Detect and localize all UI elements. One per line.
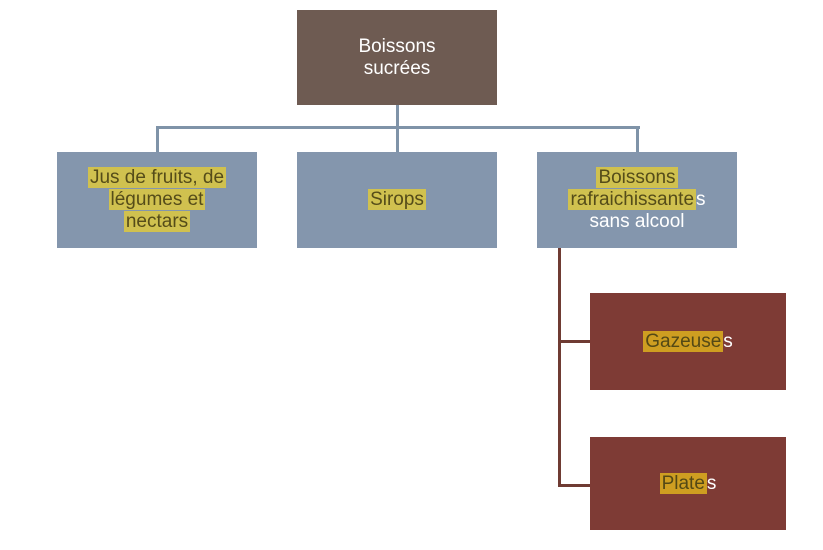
node-label: s	[723, 330, 733, 352]
connector-stub-left	[156, 126, 159, 152]
connector-red-to-gazeuses	[558, 340, 590, 343]
node-label: sucrées	[363, 57, 431, 79]
connector-stub-right	[636, 126, 639, 152]
node-label: s	[696, 189, 706, 210]
node-label-highlighted: rafraichissante	[568, 189, 697, 210]
connector-root-stem	[396, 105, 399, 129]
node-label-highlighted: nectars	[123, 211, 191, 232]
node-label-highlighted: Jus de fruits, de	[87, 167, 227, 188]
node-boissons-sucrees: Boissons sucrées	[297, 10, 497, 105]
node-label-highlighted: Plate	[659, 472, 707, 494]
node-label-line: Sirops	[368, 189, 426, 211]
node-label-line: Boissons	[596, 167, 678, 189]
node-label-highlighted: Boissons	[596, 167, 678, 188]
node-label-line: Jus de fruits, de	[87, 167, 227, 189]
connector-stub-middle	[396, 126, 399, 152]
node-label-highlighted: Gazeuse	[643, 330, 724, 352]
node-label-highlighted: Sirops	[368, 189, 426, 210]
node-label-line: Boissons	[358, 36, 435, 58]
node-label-line: légumes et	[108, 189, 206, 211]
node-label-line: sans alcool	[589, 211, 684, 233]
node-label-line: nectars	[123, 211, 191, 233]
connector-red-to-plates	[558, 484, 590, 487]
node-sirops: Sirops	[297, 152, 497, 248]
connector-red-vertical	[558, 248, 561, 487]
node-label-highlighted: légumes et	[108, 189, 206, 210]
node-label: Boissons	[358, 35, 436, 57]
node-jus-de-fruits: Jus de fruits, de légumes et nectars	[57, 152, 257, 248]
node-label: sans alcool	[589, 211, 685, 232]
node-label: s	[706, 472, 717, 494]
node-label-line: sucrées	[364, 58, 431, 80]
